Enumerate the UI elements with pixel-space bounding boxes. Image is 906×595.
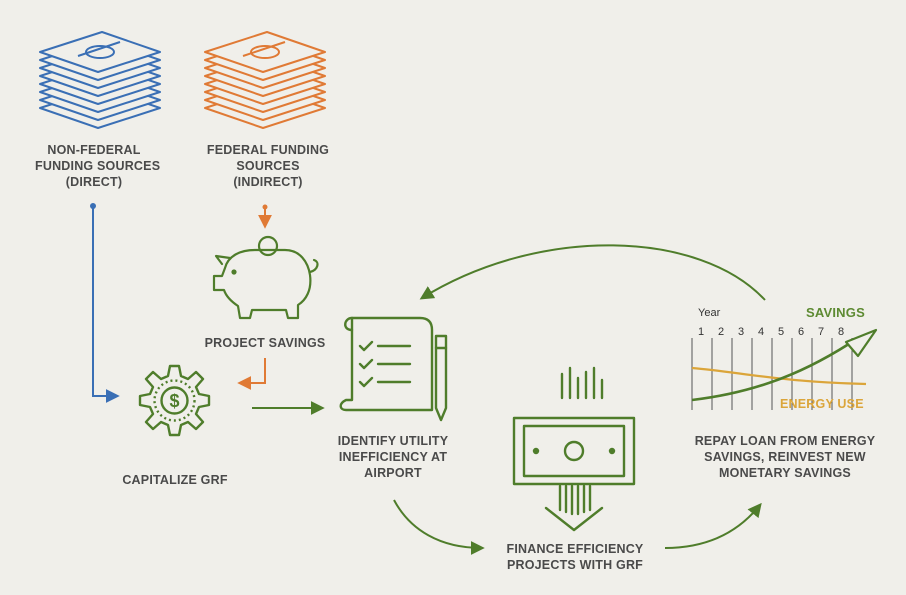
- dollar-gear-icon: $: [138, 364, 211, 437]
- year-tick: 7: [818, 326, 825, 338]
- finance-label: FINANCE EFFICIENCY PROJECTS WITH GRF: [506, 542, 644, 572]
- savings-chart-icon: [691, 328, 878, 410]
- year-tick: 8: [838, 326, 845, 338]
- year-label: Year: [698, 307, 721, 319]
- year-tick: 4: [758, 326, 765, 338]
- federal-label: FEDERAL FUNDING SOURCES (INDIRECT): [206, 143, 330, 189]
- savings-arrow-head: [844, 328, 878, 358]
- green-return-arrow: [419, 244, 766, 301]
- capitalize-label: CAPITALIZE GRF: [122, 473, 228, 487]
- blue-connector-arrow: [90, 203, 120, 403]
- energy-use-curve: [691, 366, 867, 386]
- orange-connector-arrow: [237, 358, 266, 390]
- checklist-icon: [339, 316, 448, 422]
- energy-use-label: ENERGY USE: [780, 397, 864, 411]
- dollar-bill-icon: [512, 366, 636, 532]
- year-tick: 5: [778, 326, 785, 338]
- savings-label: SAVINGS: [806, 305, 865, 320]
- piggy-bank-icon: [212, 235, 319, 320]
- green-arrow-to-repay: [664, 502, 762, 549]
- svg-text:$: $: [169, 391, 179, 411]
- year-tick: 3: [738, 326, 745, 338]
- green-arrow-to-finance: [393, 499, 485, 555]
- federal-money-stack-icon: [204, 31, 326, 129]
- identify-label: IDENTIFY UTILITY INEFFICIENCY AT AIRPORT: [337, 434, 449, 480]
- year-tick: 2: [718, 326, 725, 338]
- repay-label: REPAY LOAN FROM ENERGY SAVINGS, REINVEST…: [694, 434, 876, 480]
- non-federal-label: NON-FEDERAL FUNDING SOURCES (DIRECT): [35, 143, 161, 189]
- project-savings-label: PROJECT SAVINGS: [204, 336, 326, 350]
- year-tick: 1: [698, 326, 705, 338]
- orange-down-arrow: [258, 204, 272, 229]
- non-federal-money-stack-icon: [39, 31, 161, 129]
- year-tick: 6: [798, 326, 805, 338]
- savings-curve: [691, 336, 859, 402]
